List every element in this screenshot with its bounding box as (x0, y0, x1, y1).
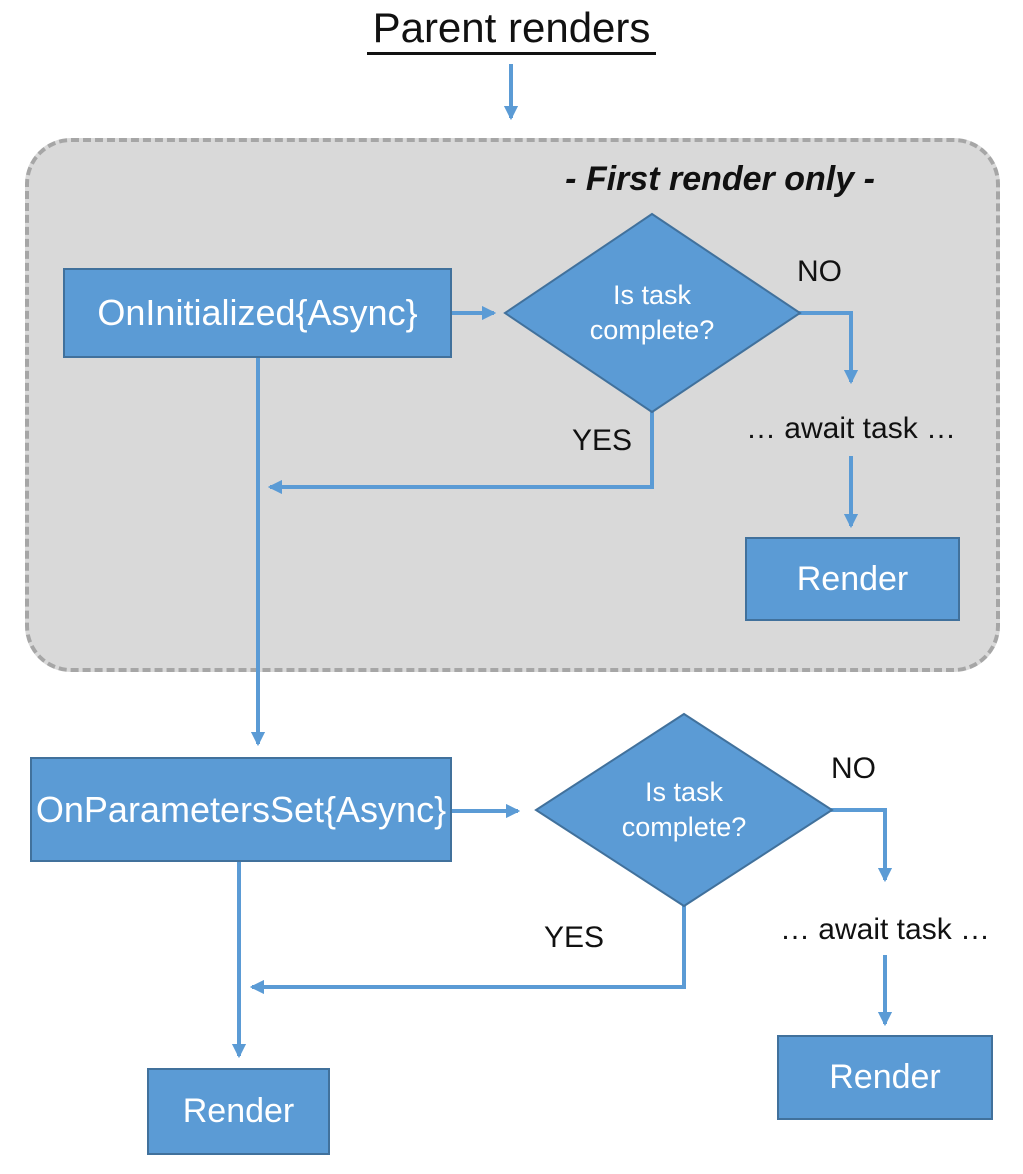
arrow-decision1-yes (267, 410, 654, 495)
decision1-no-label: NO (797, 255, 842, 288)
node-render-after-await-first: Render (745, 537, 960, 621)
decision2-diamond (534, 712, 834, 908)
node-render-after-await-params: Render (777, 1035, 993, 1120)
decision1-yes-label: YES (572, 424, 633, 457)
arrow-decision1-no (799, 311, 859, 385)
decision2-label: Is task complete? (621, 777, 747, 843)
page-title: Parent renders (0, 5, 1023, 56)
await-task-label-params: … await task … (779, 913, 991, 946)
decision2-no-label: NO (831, 752, 876, 785)
decision1-diamond (503, 212, 802, 414)
arrow-decision2-yes (249, 906, 686, 995)
decision1-label: Is task complete? (589, 280, 715, 346)
node-oninitialized: OnInitialized{Async} (63, 268, 452, 358)
node-onparametersset: OnParametersSet{Async} (30, 757, 452, 862)
node-render-final: Render (147, 1068, 330, 1155)
page-title-text: Parent renders (366, 5, 657, 56)
await-task-label-first: … await task … (745, 412, 957, 445)
decision2-yes-label: YES (544, 921, 605, 954)
arrow-decision2-no (831, 808, 893, 883)
first-render-group-caption: - First render only - (565, 160, 875, 198)
